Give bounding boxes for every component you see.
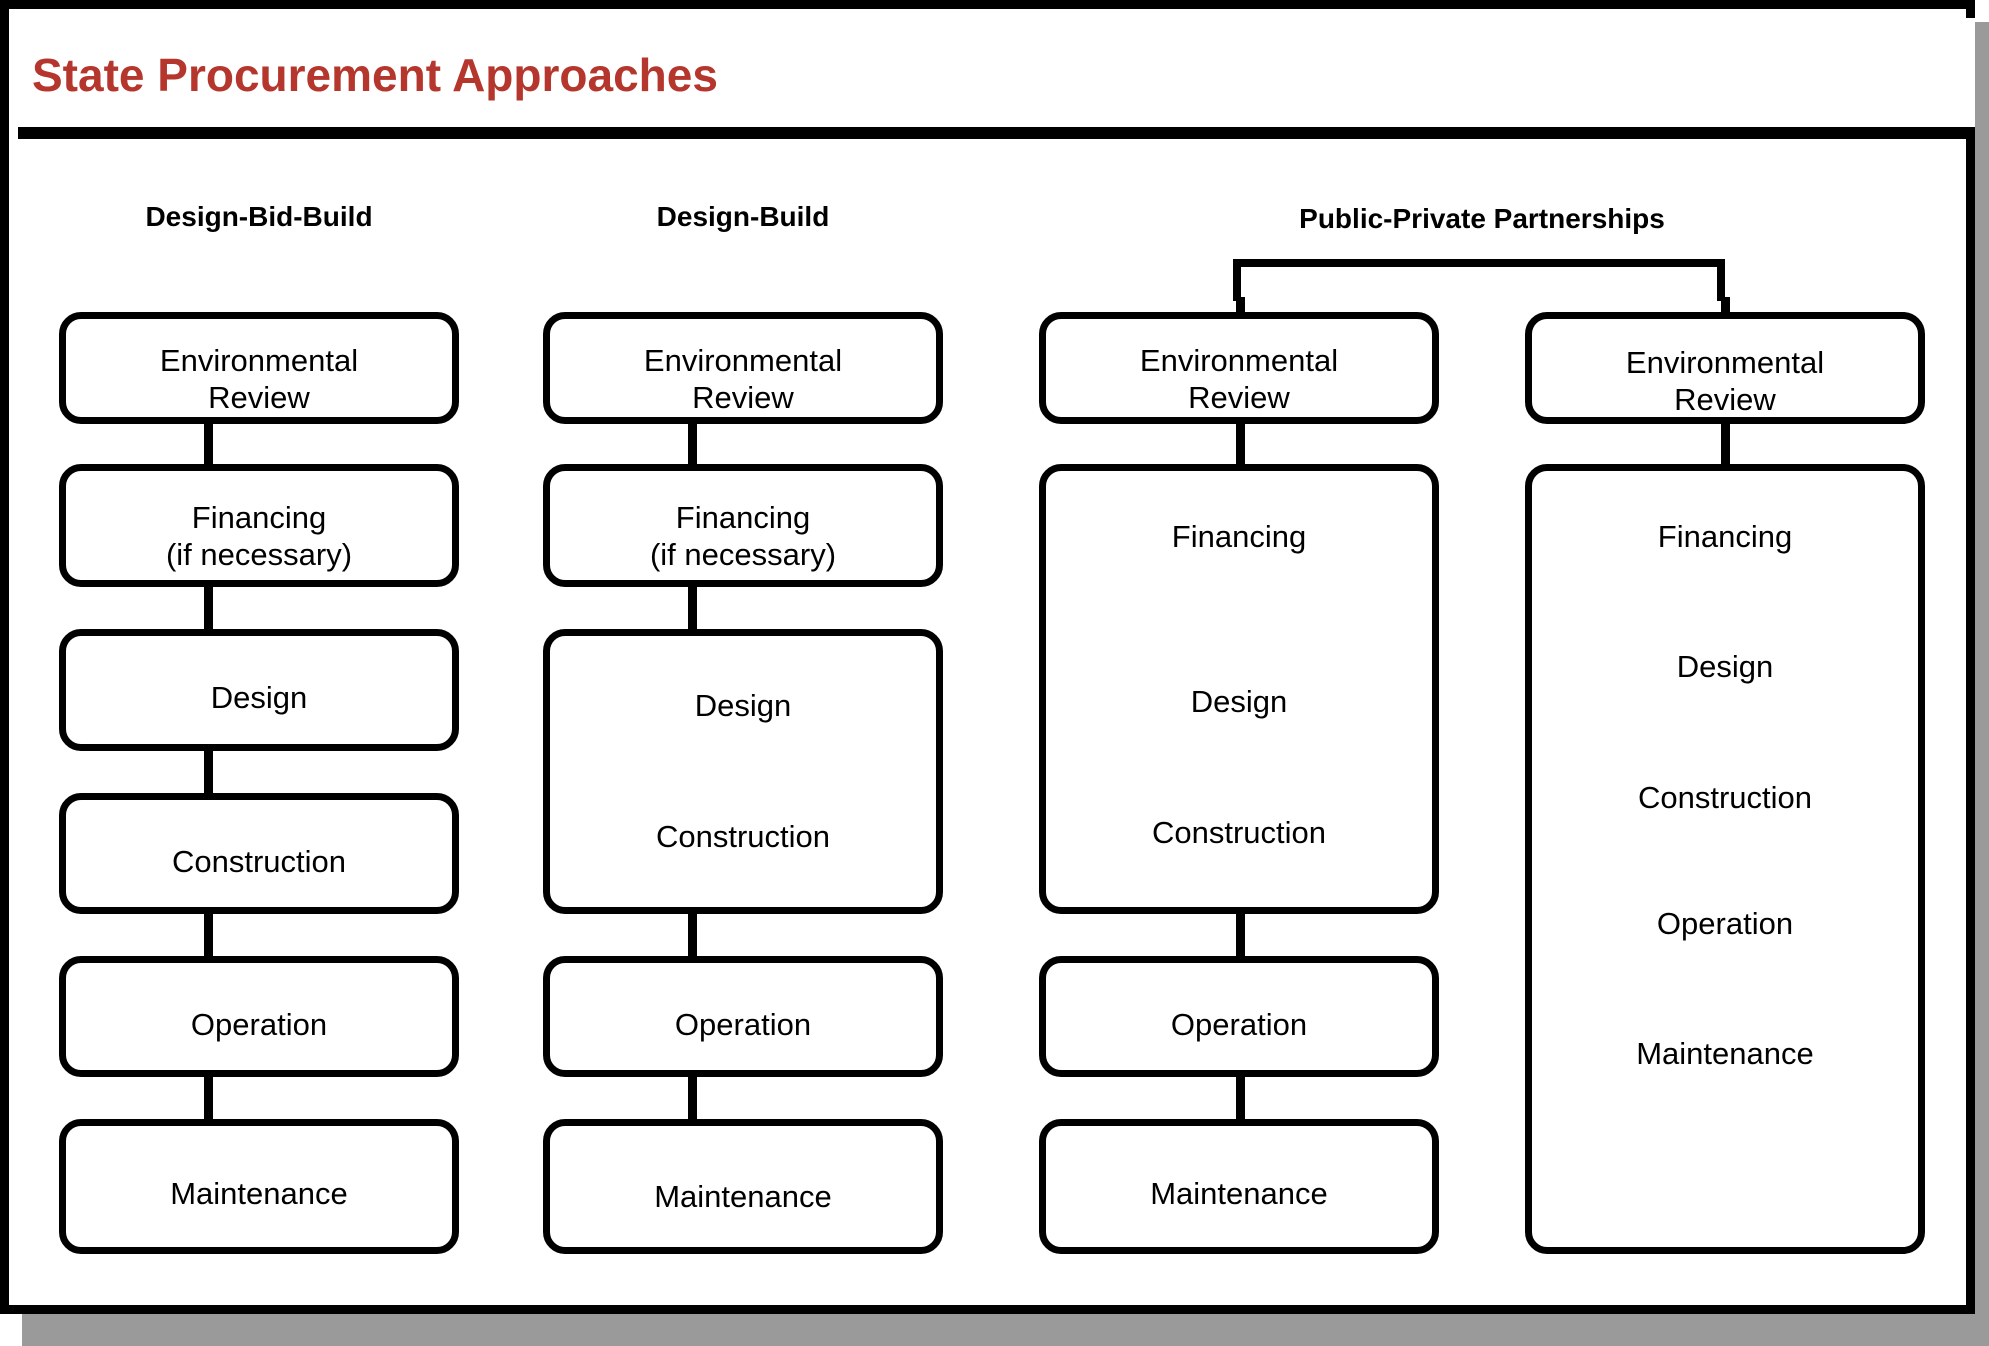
process-box-label: Operation <box>190 1007 328 1042</box>
process-box-label: Environmental Review <box>643 343 843 415</box>
process-box-ppp1-financing-design-construction[interactable]: Financing Design Construction <box>1039 464 1439 914</box>
column-header-design-build: Design-Build <box>656 201 830 232</box>
process-box-ppp2-full-lifecycle[interactable]: Financing Design Construction Operation … <box>1525 464 1925 1254</box>
process-box-label: Operation <box>1170 1007 1308 1042</box>
process-box-label: Environmental Review <box>159 343 359 415</box>
process-box-db-financing[interactable]: Financing (if necessary) <box>543 464 943 587</box>
process-box-label-construction: Construction <box>1151 815 1327 850</box>
process-box-db-environmental-review[interactable]: Environmental Review <box>543 312 943 424</box>
slide-frame: State Procurement Approaches Design-Bid-… <box>0 0 1975 1314</box>
process-box-ppp2-environmental-review[interactable]: Environmental Review <box>1525 312 1925 424</box>
process-box-db-maintenance[interactable]: Maintenance <box>543 1119 943 1254</box>
process-box-label: Maintenance <box>1150 1176 1328 1211</box>
process-box-label-construction: Construction <box>1637 780 1813 815</box>
process-box-label: Maintenance <box>170 1176 348 1211</box>
process-box-label-design: Design <box>1190 684 1288 719</box>
process-box-label-design: Design <box>694 688 792 723</box>
process-box-label-financing: Financing <box>1171 519 1307 554</box>
connector-dbb-3 <box>204 751 213 793</box>
process-box-label: Financing (if necessary) <box>649 500 837 572</box>
process-box-ppp1-environmental-review[interactable]: Environmental Review <box>1039 312 1439 424</box>
process-box-dbb-construction[interactable]: Construction <box>59 793 459 914</box>
page-title: State Procurement Approaches <box>32 49 718 101</box>
process-box-label: Environmental Review <box>1139 343 1339 415</box>
process-box-label: Operation <box>674 1007 812 1042</box>
process-box-dbb-environmental-review[interactable]: Environmental Review <box>59 312 459 424</box>
process-box-label: Maintenance <box>654 1179 832 1214</box>
connector-dbb-5 <box>204 1077 213 1119</box>
connector-db-4 <box>688 1077 697 1119</box>
process-box-label: Design <box>210 680 308 715</box>
title-band: State Procurement Approaches <box>18 18 1975 127</box>
public-private-partnerships-bracket <box>1233 259 1725 301</box>
process-box-label: Financing (if necessary) <box>165 500 353 572</box>
connector-bracket-to-ppp1 <box>1236 297 1245 319</box>
column-header-design-bid-build: Design-Bid-Build <box>145 201 373 232</box>
process-box-dbb-operation[interactable]: Operation <box>59 956 459 1077</box>
connector-dbb-2 <box>204 587 213 629</box>
process-box-label-financing: Financing <box>1657 519 1793 554</box>
process-box-dbb-design[interactable]: Design <box>59 629 459 751</box>
process-box-label-design: Design <box>1676 649 1774 684</box>
connector-dbb-4 <box>204 914 213 956</box>
connector-ppp1-1 <box>1236 424 1245 464</box>
process-box-label: Construction <box>171 844 347 879</box>
process-box-label-maintenance: Maintenance <box>1636 1036 1814 1071</box>
title-separator-rule <box>18 127 1975 139</box>
connector-bracket-to-ppp2 <box>1721 297 1730 319</box>
connector-db-3 <box>688 914 697 956</box>
process-box-db-design-construction[interactable]: Design Construction <box>543 629 943 914</box>
process-box-label-operation: Operation <box>1656 906 1794 941</box>
connector-dbb-1 <box>204 424 213 464</box>
process-box-label: Environmental Review <box>1625 345 1825 417</box>
process-box-ppp1-maintenance[interactable]: Maintenance <box>1039 1119 1439 1254</box>
connector-ppp2-1 <box>1721 424 1730 464</box>
process-box-label-construction: Construction <box>655 819 831 854</box>
process-box-dbb-maintenance[interactable]: Maintenance <box>59 1119 459 1254</box>
connector-ppp1-2 <box>1236 914 1245 956</box>
process-box-db-operation[interactable]: Operation <box>543 956 943 1077</box>
connector-ppp1-3 <box>1236 1077 1245 1119</box>
connector-db-1 <box>688 424 697 464</box>
process-box-ppp1-operation[interactable]: Operation <box>1039 956 1439 1077</box>
connector-db-2 <box>688 587 697 629</box>
process-box-dbb-financing[interactable]: Financing (if necessary) <box>59 464 459 587</box>
column-header-public-private-partnerships: Public-Private Partnerships <box>1299 203 1665 234</box>
